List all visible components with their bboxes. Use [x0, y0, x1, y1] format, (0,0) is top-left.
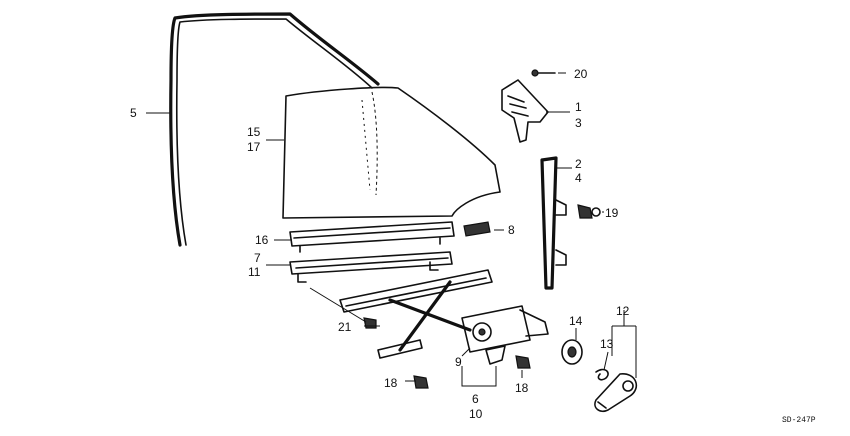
- callout-16: 16: [255, 233, 269, 247]
- callout-6: 6: [472, 392, 479, 406]
- callout-19: 19: [605, 206, 619, 220]
- part-screw: [531, 69, 556, 77]
- part-rear-run-channel: [540, 156, 567, 290]
- part-window-regulator: [339, 269, 549, 365]
- callout-7: 7: [254, 251, 261, 265]
- callout-18-right: 18: [515, 381, 529, 395]
- part-bolt-19: [577, 204, 601, 219]
- callout-10: 10: [469, 407, 483, 421]
- callout-labels: 5 15 17 16 7 11 21 18 8 9 6 10 18 20 1 3…: [130, 67, 630, 421]
- callout-18-left: 18: [384, 376, 398, 390]
- part-door-glass: [282, 86, 501, 219]
- part-bolt-18a: [413, 375, 429, 389]
- part-corner-bracket: [501, 79, 549, 143]
- callout-1: 1: [575, 100, 582, 114]
- callout-3: 3: [575, 116, 582, 130]
- callout-4: 4: [575, 171, 582, 185]
- part-upper-glass-channel: [289, 221, 455, 253]
- callout-13: 13: [600, 337, 614, 351]
- part-door-run-channel: [169, 12, 380, 247]
- callout-9: 9: [455, 355, 462, 369]
- part-escutcheon: [561, 339, 583, 365]
- part-spring-clip: [595, 368, 609, 381]
- callout-21: 21: [338, 320, 352, 334]
- part-clip: [463, 221, 491, 237]
- leader-lines: [146, 72, 637, 387]
- callout-15: 15: [247, 125, 261, 139]
- callout-2: 2: [575, 157, 582, 171]
- part-lower-glass-channel: [289, 251, 453, 283]
- callout-17: 17: [247, 140, 261, 154]
- part-regulator-handle: [594, 373, 638, 413]
- callout-12: 12: [616, 304, 630, 318]
- callout-5: 5: [130, 106, 137, 120]
- callout-8: 8: [508, 223, 515, 237]
- callout-14: 14: [569, 314, 583, 328]
- part-bolt-18b: [515, 355, 531, 369]
- drawing-code: SD-247P: [782, 416, 816, 425]
- callout-11: 11: [248, 265, 261, 279]
- callout-20: 20: [574, 67, 588, 81]
